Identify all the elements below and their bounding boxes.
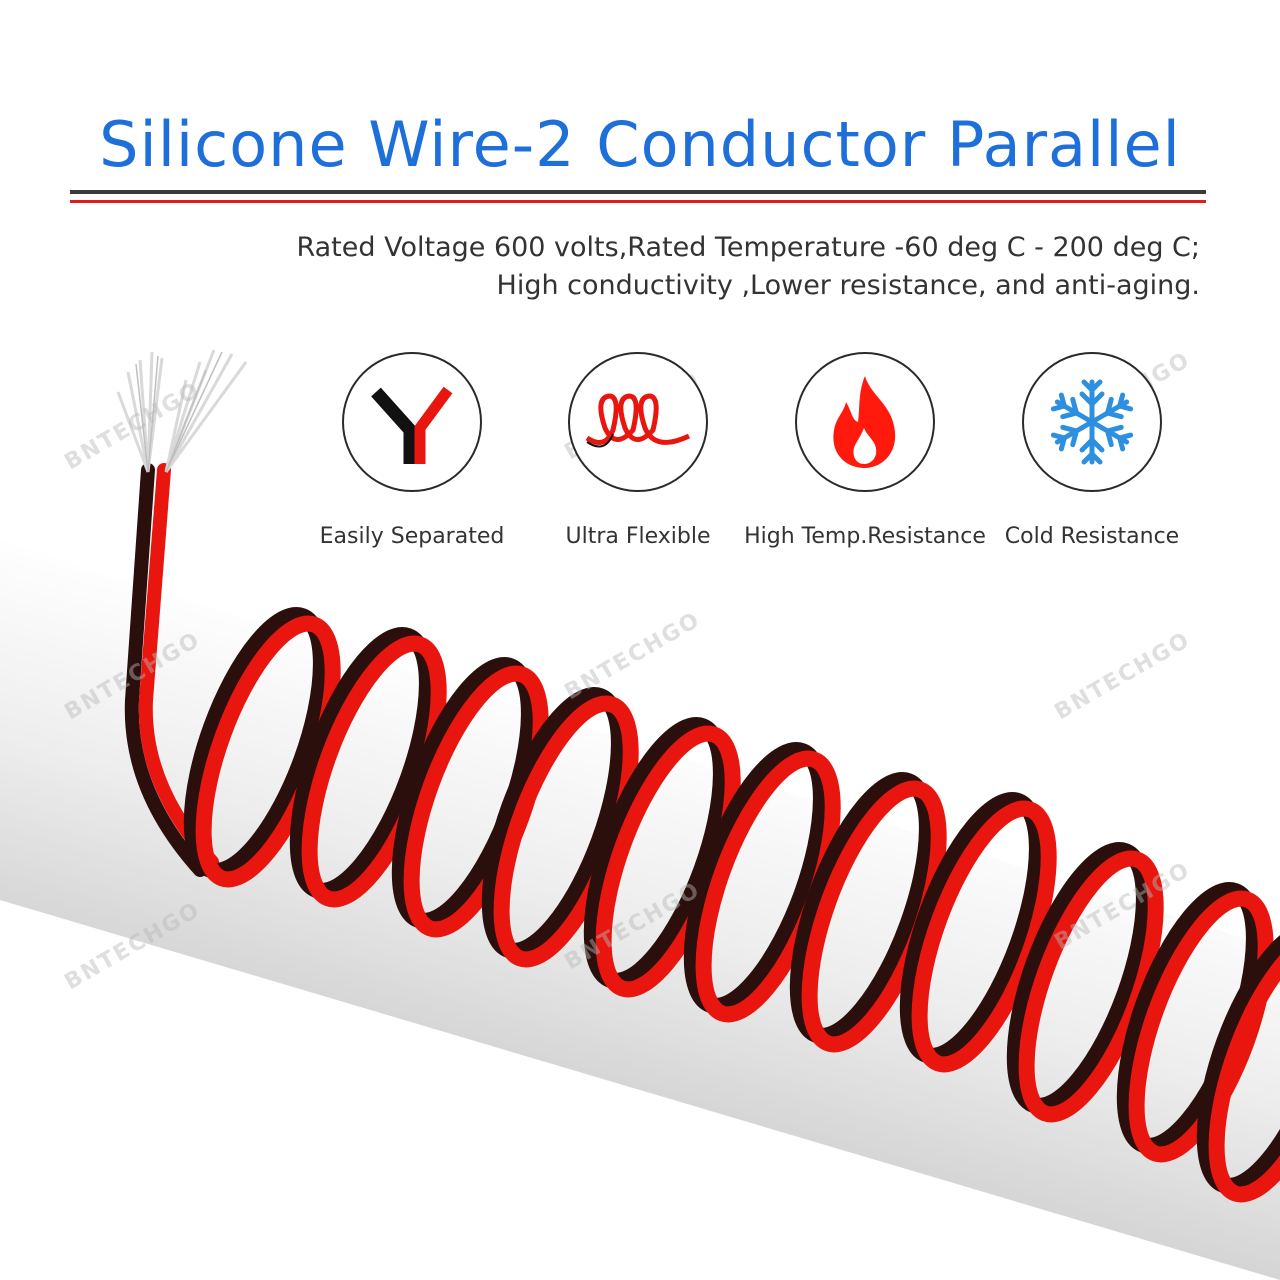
spec-line-conductivity: High conductivity ,Lower resistance, and… <box>496 270 1200 301</box>
split-wire-icon <box>342 352 482 492</box>
flame-icon <box>795 352 935 492</box>
spec-line-voltage: Rated Voltage 600 volts,Rated Temperatur… <box>296 232 1200 263</box>
feature-high-temp-resistance: High Temp.Resistance <box>735 352 995 549</box>
feature-easily-separated: Easily Separated <box>282 352 542 549</box>
watermark-text: BNTECHGO <box>1051 627 1196 725</box>
coil-loop-red <box>1208 930 1280 1203</box>
feature-cold-resistance: Cold Resistance <box>962 352 1222 549</box>
page-title: Silicone Wire-2 Conductor Parallel <box>99 108 1181 181</box>
feature-label: Ultra Flexible <box>565 524 711 549</box>
title-rule-dark <box>70 190 1206 194</box>
snowflake-icon <box>1022 352 1162 492</box>
feature-label: High Temp.Resistance <box>744 524 986 549</box>
coiled-wire-icon <box>568 352 708 492</box>
feature-label: Cold Resistance <box>1004 524 1180 549</box>
wire-coils <box>183 607 1280 1203</box>
watermark-text: BNTECHGO <box>561 607 706 705</box>
title-rule-red <box>70 200 1206 203</box>
feature-label: Easily Separated <box>319 524 505 549</box>
feature-ultra-flexible: Ultra Flexible <box>508 352 768 549</box>
